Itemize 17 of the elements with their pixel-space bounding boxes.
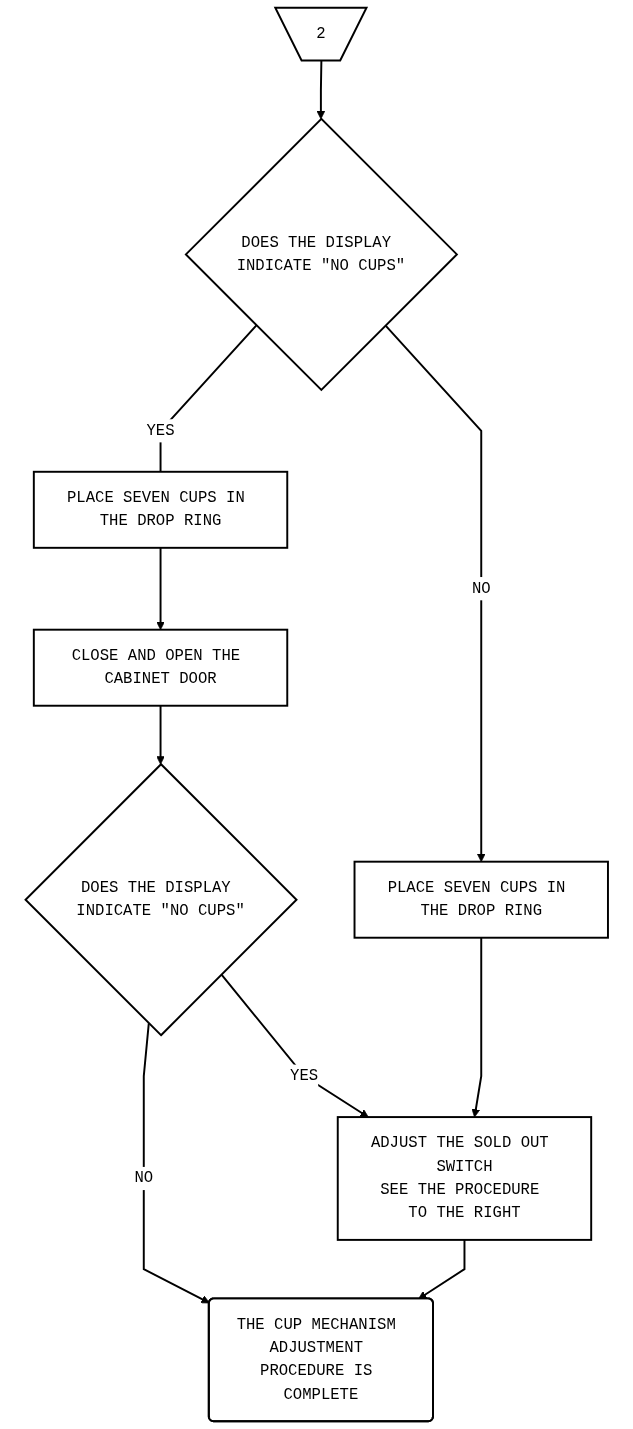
node-box: PLACE SEVEN CUPS IN THE DROP RING [32, 470, 288, 549]
arrow [471, 936, 482, 1118]
arrow [156, 546, 165, 631]
node-box: CLOSE AND OPEN THE CABINET DOOR [32, 628, 288, 707]
node-box: PLACE SEVEN CUPS IN THE DROP RING [353, 860, 609, 939]
edge-label: YES [146, 422, 175, 440]
arrow [384, 324, 486, 863]
arrow [220, 973, 369, 1118]
edge-label: NO [134, 1169, 153, 1188]
arrow [156, 704, 165, 765]
node-box: ADJUST THE SOLD OUT SWITCH SEE THE PROCEDURE TO THE RIGHT [336, 1116, 592, 1241]
arrow [418, 1238, 466, 1300]
node-diamond: DOES THE DISPLAY INDICATE "NO CUPS" [23, 762, 298, 1037]
edge-label: NO [471, 579, 491, 598]
edge-label: YES [289, 1067, 318, 1085]
arrow [142, 1022, 210, 1304]
node-diamond: DOES THE DISPLAY INDICATE "NO CUPS" [184, 117, 458, 392]
